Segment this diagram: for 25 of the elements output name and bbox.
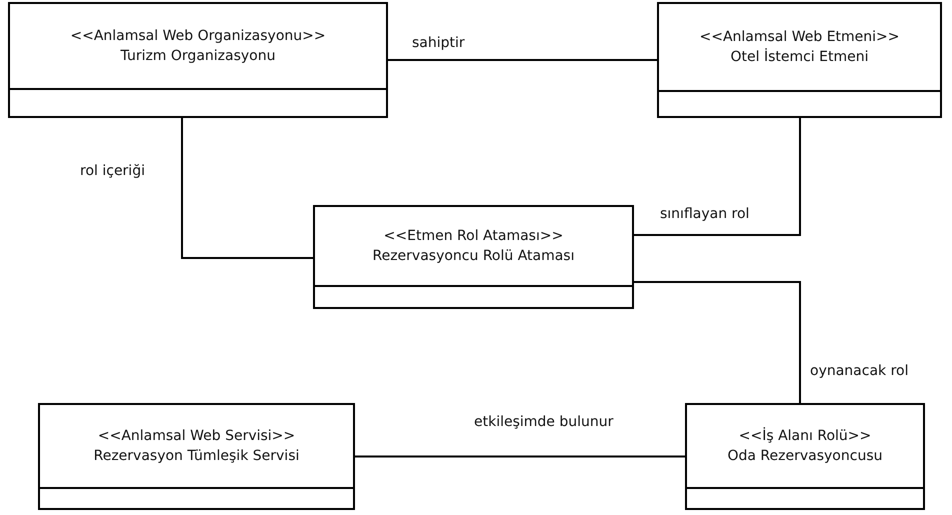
class-name: Rezervasyon Tümleşik Servisi	[94, 447, 300, 466]
stereotype-text: <<Etmen Rol Ataması>>	[384, 227, 564, 246]
edge-label: etkileşimde bulunur	[474, 413, 614, 431]
class-name: Otel İstemci Etmeni	[730, 47, 868, 67]
class-name: Oda Rezervasyoncusu	[728, 447, 882, 466]
edge-label: oynanacak rol	[810, 362, 908, 380]
edge-label: rol içeriği	[80, 162, 145, 180]
association-line	[634, 281, 801, 403]
stereotype-text: <<Anlamsal Web Etmeni>>	[699, 28, 900, 47]
association-line	[355, 456, 685, 458]
association-line	[181, 118, 313, 259]
edge-label: sınıflayan rol	[660, 205, 750, 223]
class-box	[685, 403, 925, 510]
association-line	[388, 59, 657, 61]
association-line	[634, 118, 801, 236]
stereotype-text: <<Anlamsal Web Servisi>>	[98, 427, 296, 446]
class-box	[8, 2, 388, 118]
edge-label: sahiptir	[412, 34, 465, 52]
stereotype-text: <<Anlamsal Web Organizasyonu>>	[70, 27, 326, 46]
class-box	[313, 205, 634, 309]
class-box	[657, 2, 942, 118]
stereotype-text: <<İş Alanı Rolü>>	[738, 426, 872, 446]
class-box	[38, 403, 355, 510]
class-name: Rezervasyoncu Rolü Ataması	[372, 247, 574, 266]
class-name: Turizm Organizasyonu	[120, 47, 276, 66]
